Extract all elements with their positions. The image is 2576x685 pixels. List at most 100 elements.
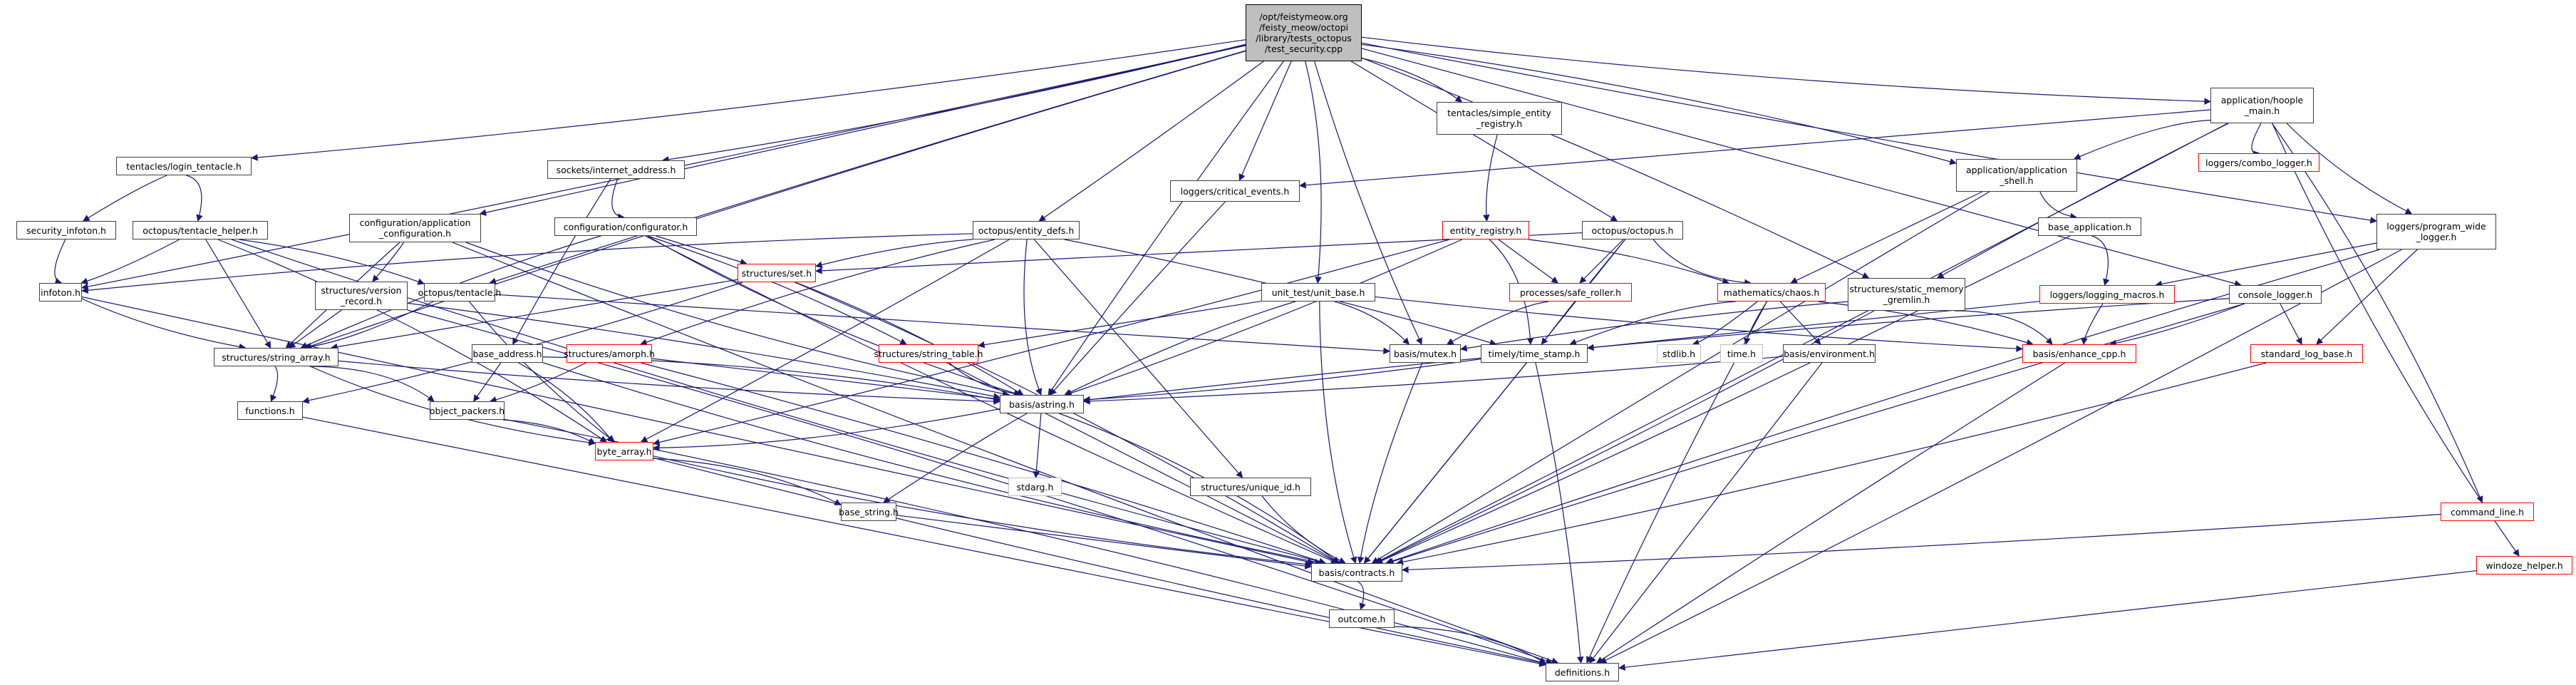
- edge-critical_events-to-astring: [1050, 201, 1226, 396]
- include-node-outcome[interactable]: outcome.h: [1329, 609, 1395, 628]
- include-node-contracts[interactable]: basis/contracts.h: [1311, 563, 1402, 582]
- include-node-string-array[interactable]: structures/string_array.h: [214, 348, 338, 366]
- edge-base_address-to-contracts: [542, 362, 1322, 565]
- include-node-stdlib: stdlib.h: [1657, 344, 1701, 363]
- include-node-octopus[interactable]: octopus/octopus.h: [1582, 221, 1683, 240]
- edge-string_array-to-object_packers: [309, 366, 435, 402]
- include-node-standard-log-base[interactable]: standard_log_base.h: [2250, 344, 2363, 363]
- edge-windoze_helper-to-definitions: [1618, 570, 2477, 671]
- include-node-security-infoton[interactable]: security_infoton.h: [16, 221, 116, 240]
- edge-astring-to-stdarg: [1033, 413, 1042, 478]
- include-node-windoze-helper[interactable]: windoze_helper.h: [2476, 556, 2572, 575]
- edge-amorph-to-astring: [651, 358, 1000, 402]
- edge-entity_defs-to-astring: [1023, 239, 1043, 396]
- edge-console_logger-to-enhance_cpp: [2109, 303, 2245, 347]
- include-node-app-config[interactable]: configuration/application _configuration…: [349, 214, 481, 242]
- edge-configurator-to-contracts: [645, 235, 1338, 564]
- edge-root-to-string_array: [304, 51, 1246, 349]
- edge-unit_base-to-string_table: [978, 300, 1262, 349]
- edge-tentacle_helper-to-tentacle: [239, 239, 425, 285]
- include-node-chaos[interactable]: mathematics/chaos.h: [1717, 283, 1826, 302]
- include-node-program-wide[interactable]: loggers/program_wide _logger.h: [2376, 214, 2496, 249]
- edge-string_table-to-astring: [948, 362, 1022, 398]
- include-node-configurator[interactable]: configuration/configurator.h: [554, 217, 697, 236]
- include-node-set[interactable]: structures/set.h: [738, 264, 816, 282]
- include-node-critical-events[interactable]: loggers/critical_events.h: [1170, 180, 1300, 202]
- include-node-internet-address[interactable]: sockets/internet_address.h: [547, 160, 685, 179]
- edge-configurator-to-string_table: [647, 235, 907, 345]
- include-node-base-application[interactable]: base_application.h: [2038, 217, 2141, 236]
- edge-entity_registry-to-astring: [1065, 239, 1463, 396]
- edge-unit_base-to-mutex: [1334, 301, 1409, 345]
- include-node-hoople-main[interactable]: application/hoople _main.h: [2210, 88, 2314, 123]
- edge-tentacle-to-mutex: [495, 294, 1390, 355]
- edge-program_wide-to-definitions: [1599, 249, 2402, 664]
- edge-string_array-to-functions: [270, 366, 279, 402]
- edge-static_memory-to-enhance_cpp: [1954, 310, 2053, 345]
- include-node-logging-macros[interactable]: loggers/logging_macros.h: [2039, 285, 2175, 304]
- include-node-safe-roller[interactable]: processes/safe_roller.h: [1509, 283, 1632, 302]
- edge-chaos-to-environment: [1779, 301, 1821, 345]
- edge-version_record-to-astring: [407, 302, 1000, 400]
- edge-app_shell-to-contracts: [1371, 191, 1990, 564]
- edge-hoople_main-to-program_wide: [2286, 123, 2413, 215]
- edge-string_table-to-contracts: [946, 362, 1340, 564]
- include-node-base-address[interactable]: base_address.h: [472, 344, 543, 363]
- include-node-console-logger[interactable]: console_logger.h: [2229, 285, 2322, 304]
- edge-internet_address-to-configurator: [611, 178, 625, 220]
- edge-hoople_main-to-windoze_helper: [2272, 123, 2520, 557]
- edge-amorph-to-object_packers: [489, 362, 586, 403]
- edge-root-to-console_logger: [1361, 48, 2242, 287]
- include-node-functions[interactable]: functions.h: [237, 401, 303, 420]
- edge-security_infoton-to-infoton: [54, 239, 66, 285]
- edge-app_shell-to-chaos: [1790, 191, 1983, 284]
- include-node-combo-logger[interactable]: loggers/combo_logger.h: [2198, 153, 2319, 172]
- include-node-entity-defs[interactable]: octopus/entity_defs.h: [973, 221, 1080, 240]
- include-node-mutex[interactable]: basis/mutex.h: [1390, 344, 1461, 363]
- include-node-unit-base[interactable]: unit_test/unit_base.h: [1261, 283, 1375, 302]
- include-node-string-table[interactable]: structures/string_table.h: [874, 344, 983, 363]
- include-node-enhance-cpp[interactable]: basis/enhance_cpp.h: [2022, 344, 2136, 363]
- edge-entity_defs-to-infoton: [81, 233, 973, 294]
- edge-logging_macros-to-time_stamp: [1587, 301, 2040, 351]
- include-node-environment[interactable]: basis/environment.h: [1783, 344, 1876, 363]
- edge-app_config-to-definitions: [452, 242, 1559, 664]
- include-node-time: time.h: [1720, 344, 1763, 363]
- include-node-astring[interactable]: basis/astring.h: [1000, 395, 1084, 413]
- include-node-unique-id[interactable]: structures/unique_id.h: [1190, 478, 1311, 496]
- include-node-tentacle-helper[interactable]: octopus/tentacle_helper.h: [133, 221, 268, 240]
- edge-root-to-app_shell: [1361, 43, 1957, 165]
- edge-app_config-to-astring: [465, 242, 1010, 397]
- edge-entity_defs-to-byte_array: [640, 239, 1010, 443]
- include-node-infoton[interactable]: infoton.h: [39, 283, 82, 302]
- edge-root-to-login_tentacle: [251, 39, 1246, 161]
- include-node-base-string[interactable]: base_string.h: [839, 503, 899, 521]
- include-node-byte-array[interactable]: byte_array.h: [595, 442, 653, 460]
- include-node-tentacle[interactable]: octopus/tentacle.h: [418, 283, 501, 302]
- edge-time_stamp-to-astring: [1083, 359, 1481, 403]
- edge-tentacle-to-string_array: [301, 301, 434, 351]
- include-node-simple-entity[interactable]: tentacles/simple_entity _registry.h: [1437, 102, 1562, 135]
- edge-version_record-to-string_array: [288, 309, 342, 349]
- include-node-version-record[interactable]: structures/version _record.h: [315, 282, 408, 310]
- edge-root-to-entity_defs: [1038, 61, 1264, 222]
- include-node-static-memory[interactable]: structures/static_memory _gremlin.h: [1848, 278, 1965, 311]
- include-node-entity-registry[interactable]: entity_registry.h: [1442, 221, 1529, 240]
- include-node-app-shell[interactable]: application/application _shell.h: [1956, 159, 2077, 192]
- include-node-definitions[interactable]: definitions.h: [1546, 663, 1619, 681]
- edge-entity_defs-to-set: [815, 239, 973, 269]
- include-node-time-stamp[interactable]: timely/time_stamp.h: [1481, 344, 1588, 363]
- edge-command_line-to-contracts: [1402, 513, 2441, 574]
- edge-octopus-to-safe_roller: [1579, 239, 1624, 284]
- include-node-object-packers[interactable]: object_packers.h: [430, 401, 505, 420]
- include-node-login-tentacle[interactable]: tentacles/login_tentacle.h: [116, 157, 252, 175]
- include-node-command-line[interactable]: command_line.h: [2441, 503, 2534, 521]
- root-file-node[interactable]: /opt/feistymeow.org /feisty_meow/octopi …: [1246, 4, 1362, 61]
- edge-simple_entity-to-entity_registry: [1482, 134, 1498, 222]
- edge-object_packers-to-byte_array: [502, 419, 596, 444]
- include-node-amorph[interactable]: structures/amorph.h: [564, 344, 655, 363]
- edge-program_wide-to-standard_log_base: [2316, 249, 2418, 345]
- edge-unit_base-to-enhance_cpp: [1375, 296, 2023, 352]
- edge-base_address-to-object_packers: [473, 362, 502, 402]
